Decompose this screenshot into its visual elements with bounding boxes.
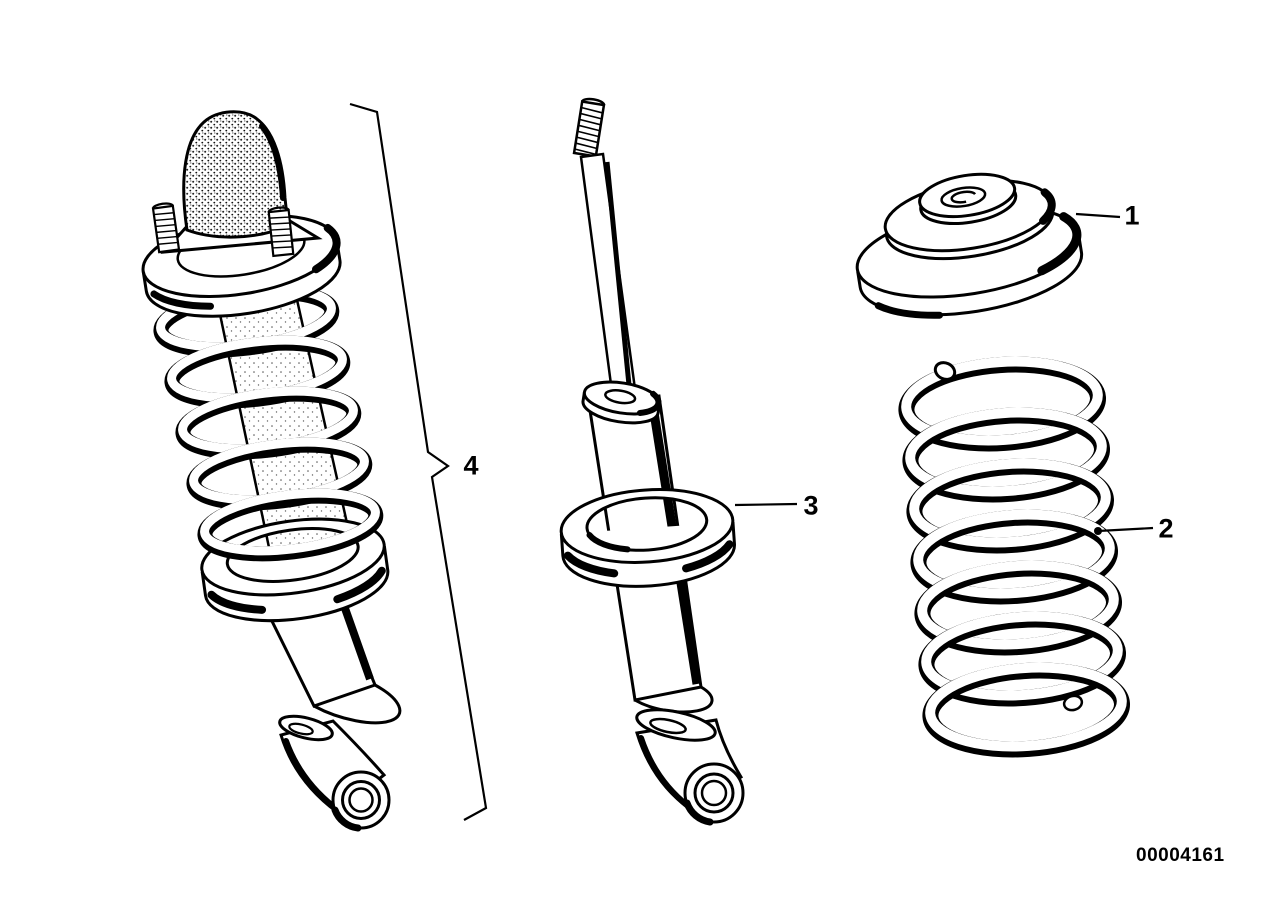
shock-eye-bushing xyxy=(635,708,745,826)
drawing-number: 00004161 xyxy=(1136,845,1225,866)
spring-strut-assembly-drawing xyxy=(141,110,402,832)
spring-mount-drawing xyxy=(855,172,1084,319)
callout-3[interactable]: 3 xyxy=(803,490,819,521)
strut-bump-stop xyxy=(182,110,290,239)
shock-threaded-stud xyxy=(572,97,606,158)
shock-absorber-drawing xyxy=(559,97,745,826)
callout-leader-1 xyxy=(1075,212,1121,219)
strut-stud-right xyxy=(267,206,295,258)
shock-spring-seat-ring xyxy=(559,488,736,588)
coil-spring-drawing xyxy=(898,356,1131,758)
strut-stud-left xyxy=(151,202,181,254)
strut-spring-seat xyxy=(200,517,390,623)
callout-1[interactable]: 1 xyxy=(1124,200,1140,231)
callout-4[interactable]: 4 xyxy=(463,450,479,481)
callout-leader-3 xyxy=(734,502,798,507)
callout-leader-2 xyxy=(1097,526,1154,533)
callout-2[interactable]: 2 xyxy=(1158,513,1174,544)
shock-top-cap xyxy=(581,380,662,425)
callout-bracket-4 xyxy=(349,102,488,821)
strut-coil-spring xyxy=(153,284,384,562)
strut-eye-bushing xyxy=(278,714,391,832)
